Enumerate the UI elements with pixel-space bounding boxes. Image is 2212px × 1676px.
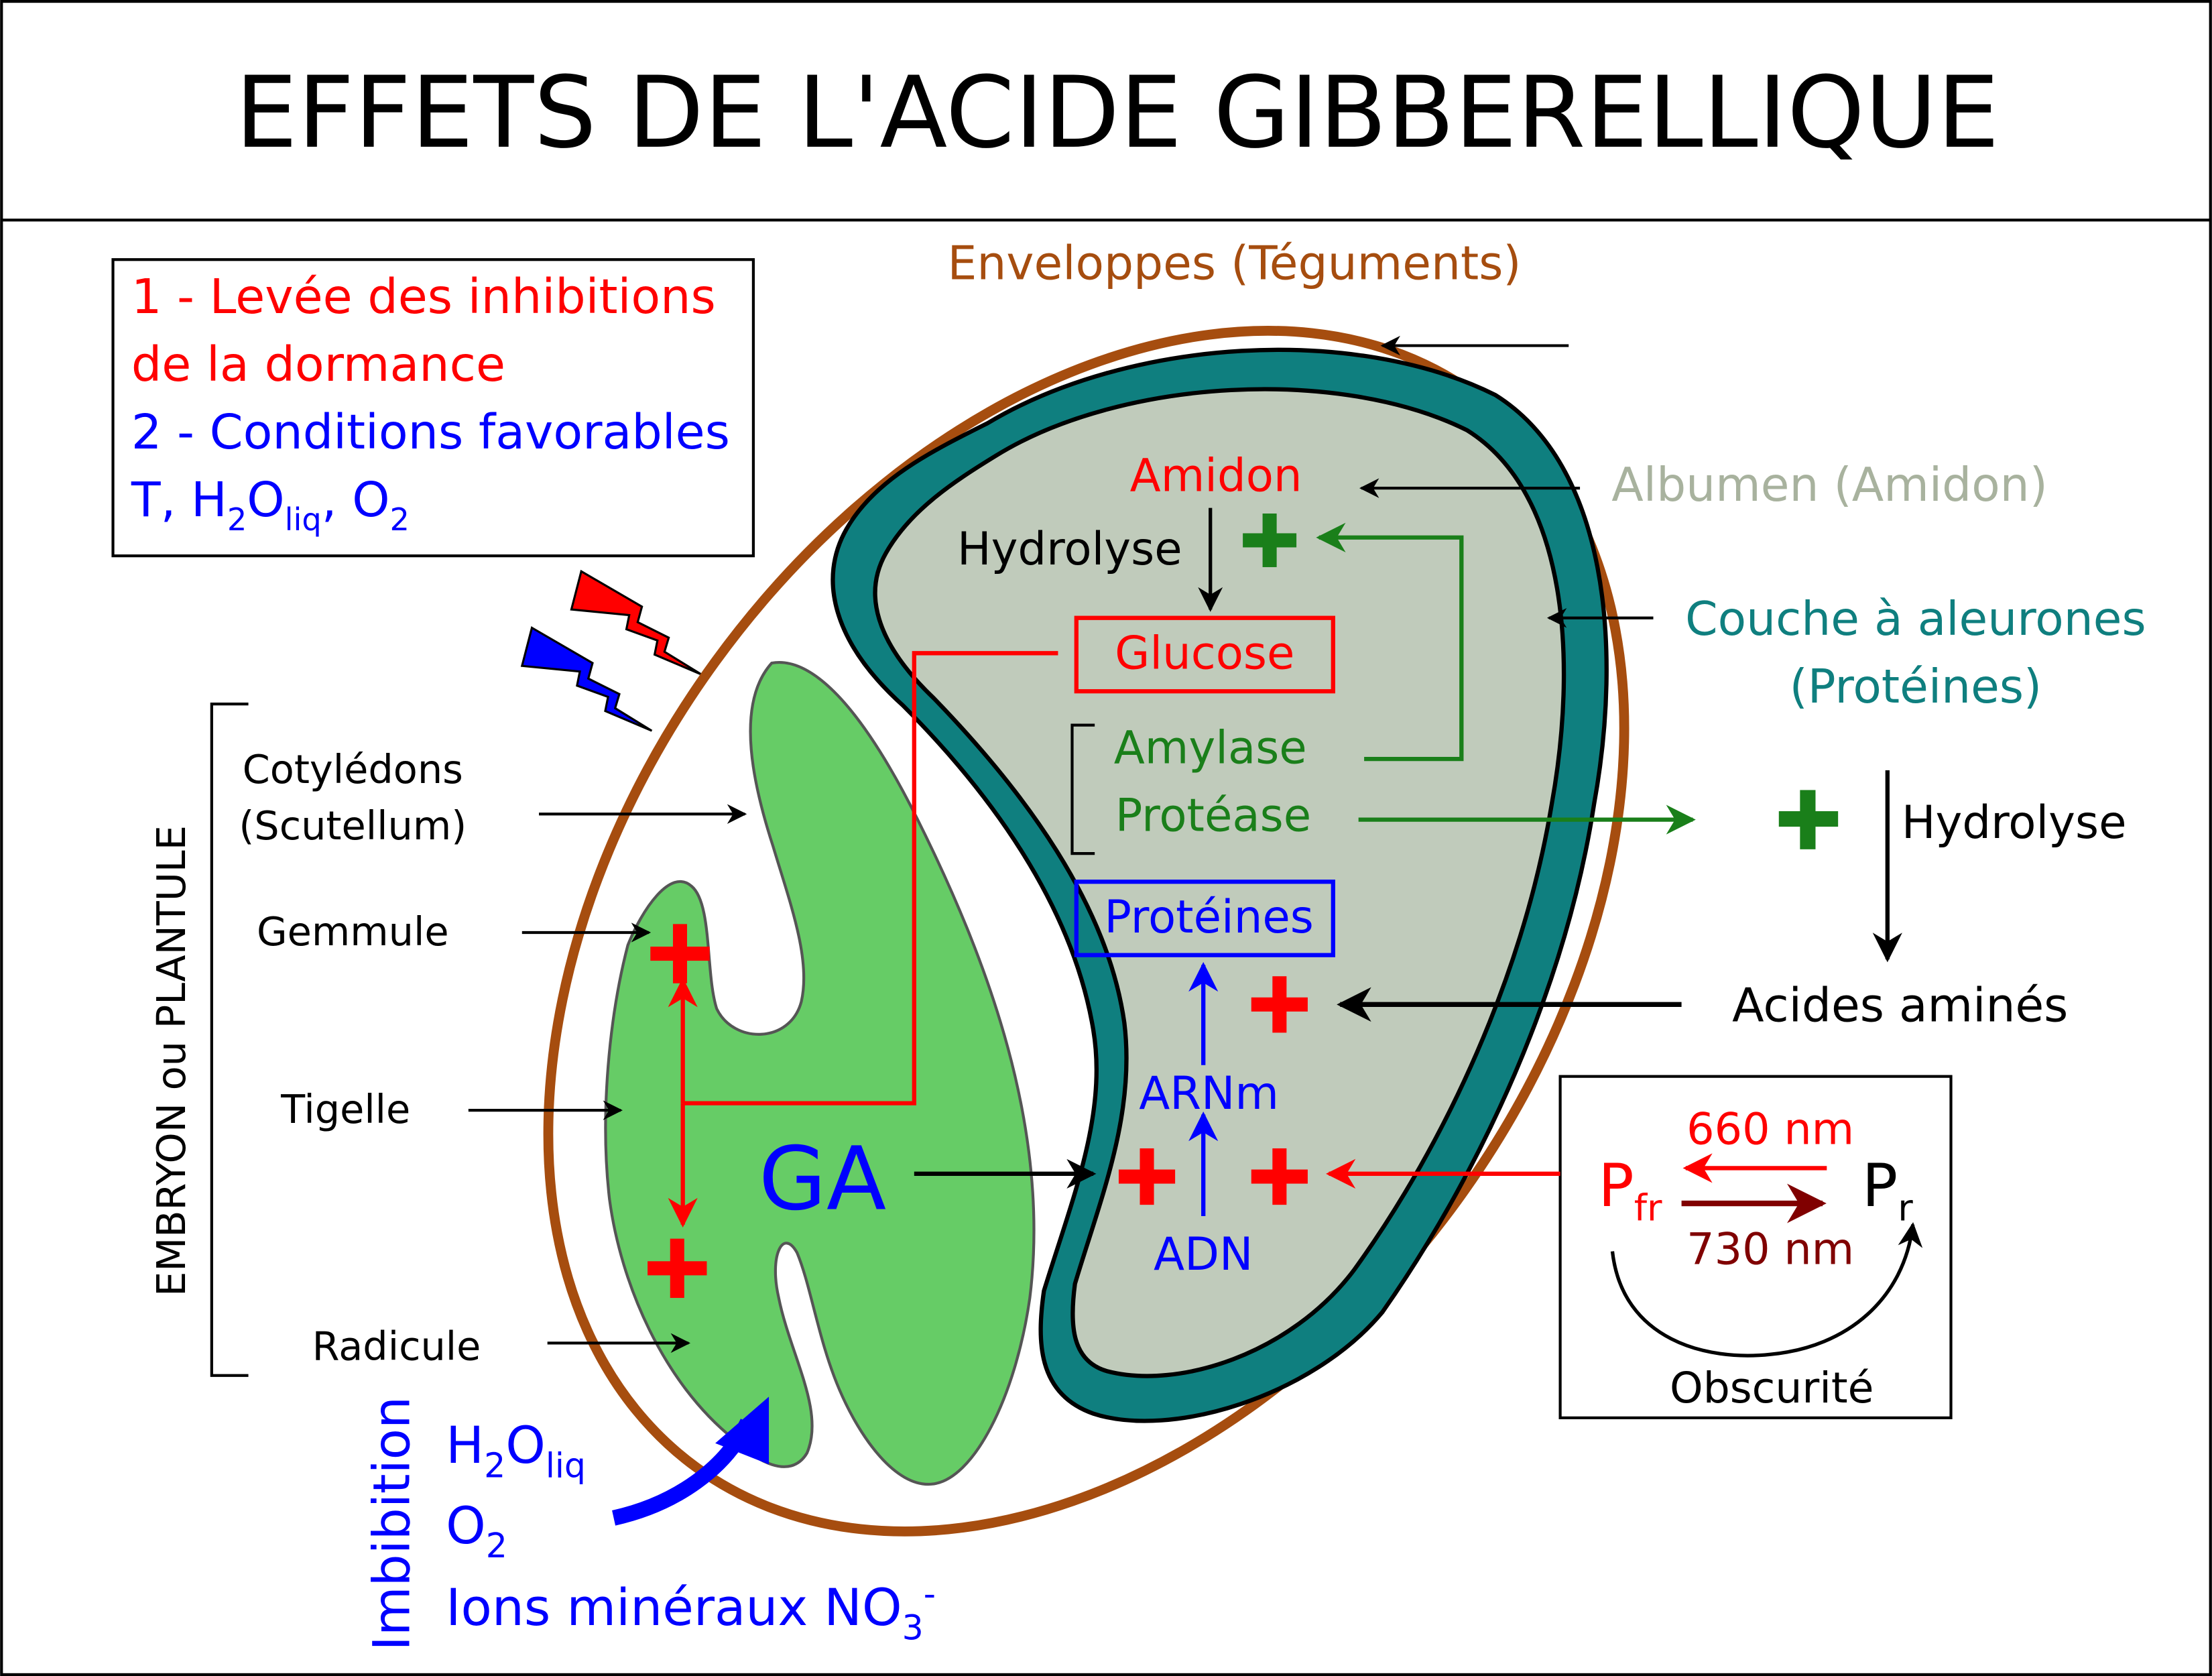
label-aleurone-line1: Couche à aleurones: [1685, 593, 2146, 646]
plus-red-gemmule-icon: [650, 924, 710, 983]
label-imbibition-h2o: H2Oliq: [446, 1416, 586, 1485]
label-protease: Protéase: [1115, 788, 1311, 841]
lightning-red-icon: [570, 569, 702, 676]
label-amidon: Amidon: [1130, 448, 1302, 501]
label-660nm: 660 nm: [1686, 1104, 1854, 1155]
label-gemmule: Gemmule: [257, 908, 449, 955]
arrow-obscurite: [1610, 1221, 1923, 1358]
plus-red-ga-icon: [1118, 1148, 1176, 1205]
label-ga: GA: [759, 1128, 886, 1230]
condition-2-line2: T, H2Oliq, O2: [131, 472, 410, 538]
label-enveloppes: Enveloppes (Téguments): [948, 237, 1522, 291]
plus-green-amidon-icon: [1243, 513, 1297, 567]
label-cotyledons-line1: Cotylédons: [243, 746, 463, 792]
label-tigelle: Tigelle: [280, 1086, 410, 1132]
box-glucose: [1074, 615, 1335, 694]
label-proteines: Protéines: [1104, 890, 1314, 943]
label-arnm: ARNm: [1139, 1067, 1279, 1120]
condition-2-line1: 2 - Conditions favorables: [131, 404, 730, 460]
label-amylase: Amylase: [1114, 721, 1307, 774]
phytochrome-box: 660 nm Pfr Pr 730 nm Obscurité: [1558, 1075, 1953, 1420]
label-glucose: Glucose: [1115, 626, 1294, 679]
label-730nm: 730 nm: [1686, 1224, 1854, 1275]
label-acides-amines: Acides aminés: [1732, 979, 2068, 1033]
label-albumen: Albumen (Amidon): [1611, 459, 2048, 512]
label-obscurite: Obscurité: [1670, 1363, 1873, 1413]
label-imbibition: Imbibition: [362, 1396, 421, 1651]
plus-red-phyto-icon: [1251, 1148, 1308, 1205]
label-embryon-plantule: EMBRYON ou PLANTULE: [148, 825, 194, 1297]
condition-1-line2: de la dormance: [131, 337, 505, 392]
line-glucose-embryo: [682, 651, 1058, 1105]
label-cotyledons-line2: (Scutellum): [239, 802, 467, 849]
conditions-box: 1 - Levée des inhibitions de la dormance…: [111, 258, 755, 558]
page-title: EFFETS DE L'ACIDE GIBBERELLIQUE: [235, 55, 2000, 170]
plus-green-proteines-icon: [1778, 790, 1839, 849]
bracket-embryon: [210, 702, 249, 1377]
embryo: [604, 660, 1036, 1486]
arrow-amylase-amidon: [1316, 522, 1464, 762]
plus-red-radicule-icon: [648, 1238, 707, 1299]
label-imbibition-o2: O2: [446, 1496, 507, 1565]
label-pfr: Pfr: [1598, 1151, 1662, 1229]
arrow-imbibition-head: [715, 1396, 770, 1465]
label-adn: ADN: [1154, 1228, 1253, 1280]
plus-red-proteines-icon: [1251, 976, 1308, 1033]
label-aleurone-line2: (Protéines): [1790, 660, 2042, 714]
label-pr: Pr: [1862, 1151, 1913, 1229]
lightning-blue-icon: [520, 626, 653, 732]
condition-1-line1: 1 - Levée des inhibitions: [131, 269, 716, 324]
label-radicule: Radicule: [312, 1323, 481, 1370]
bracket-enzymes: [1070, 723, 1095, 855]
box-proteines: [1074, 880, 1335, 957]
label-imbibition-ions: Ions minéraux NO3-: [446, 1574, 936, 1648]
label-hydrolyse-right: Hydrolyse: [1902, 796, 2127, 849]
label-hydrolyse-amidon: Hydrolyse: [957, 522, 1182, 575]
